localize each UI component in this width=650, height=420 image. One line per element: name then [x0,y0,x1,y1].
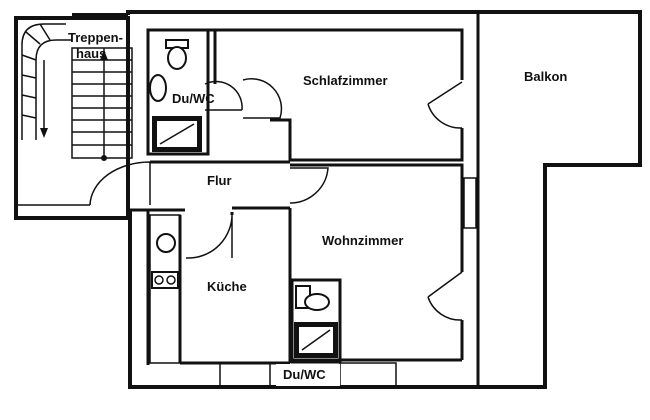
bottom-bathroom [276,278,342,386]
label-du-wc-top: Du/WC [172,91,215,106]
door-bedroom-balcony [427,81,463,129]
label-treppenhaus-2: haus [76,46,106,61]
label-schlafzimmer: Schlafzimmer [303,73,388,88]
top-bathroom [146,28,210,156]
door-living-balcony [427,271,463,321]
label-kueche: Küche [207,279,247,294]
door-du-wc-top [204,80,243,111]
label-treppenhaus-1: Treppen- [68,30,123,45]
label-flur: Flur [207,173,232,188]
staircase [14,13,133,220]
label-wohnzimmer: Wohnzimmer [322,233,403,248]
living-room [290,163,477,388]
door-entrance [89,161,151,206]
bedroom [208,28,464,162]
door-living [289,167,329,204]
hallway [89,78,329,259]
door-kitchen [185,211,233,259]
label-balkon: Balkon [524,69,567,84]
label-du-wc-bottom: Du/WC [283,367,326,382]
kitchen [146,208,292,388]
door-bedroom [242,78,283,119]
